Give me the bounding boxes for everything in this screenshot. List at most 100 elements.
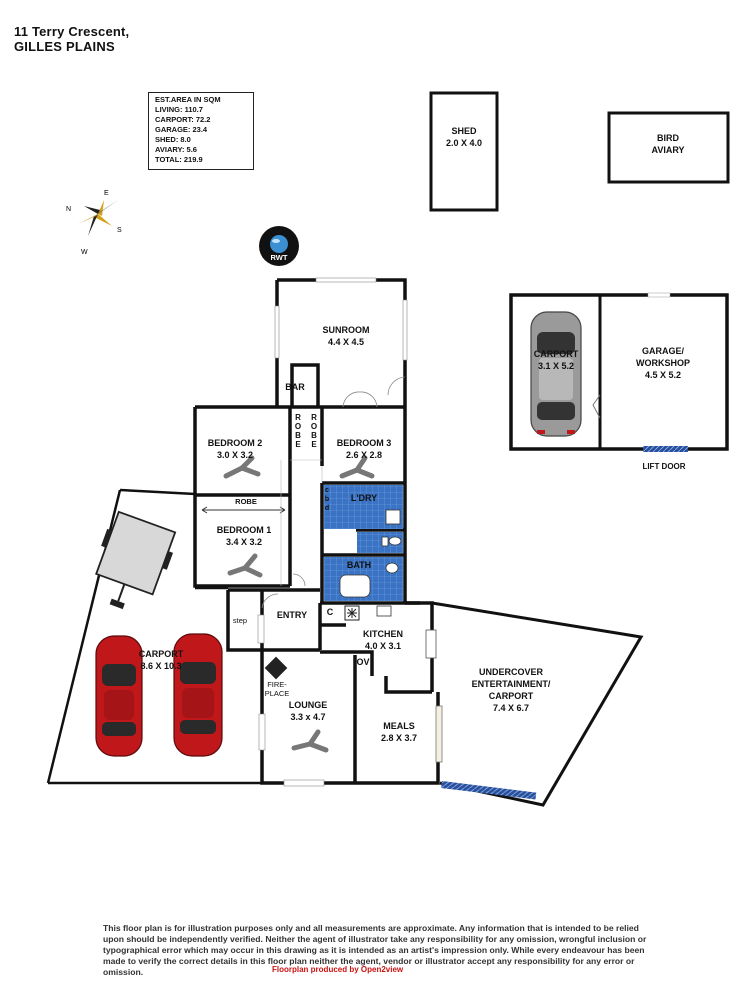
- aviary-outline: [607, 111, 730, 184]
- robe-label: ROBE: [235, 497, 257, 506]
- ceiling-fan-icon: [227, 553, 263, 578]
- bedroom3-label: BEDROOM 3 2.6 X 2.8: [337, 437, 392, 461]
- garage-dims: 4.5 X 5.2: [644, 370, 682, 380]
- meals-name: MEALS: [383, 721, 415, 731]
- bedroom3-dims: 2.6 X 2.8: [345, 450, 383, 460]
- lounge-dims: 3.3 x 4.7: [290, 712, 326, 722]
- lounge-label: LOUNGE 3.3 x 4.7: [289, 699, 328, 723]
- laundry-label: L'DRY: [350, 493, 378, 503]
- compass-icon: [78, 200, 118, 236]
- lift-door-icon: [643, 446, 688, 452]
- car-icon: [173, 633, 223, 757]
- credit-text: Floorplan produced by Open2view: [272, 965, 404, 974]
- undercover-line3: CARPORT: [488, 691, 534, 701]
- disclaimer-text: This floor plan is for illustration purp…: [103, 923, 647, 977]
- fireplace-line2: PLACE: [264, 689, 290, 698]
- bedroom1-dims: 3.4 X 3.2: [225, 537, 263, 547]
- carport-left-name: CARPORT: [138, 649, 184, 659]
- aviary-name-line2: AVIARY: [651, 145, 685, 155]
- fireplace-label: FIRE- PLACE: [265, 680, 290, 698]
- carport-right-label: CARPORT 3.1 X 5.2: [534, 348, 579, 372]
- compass-w: W: [81, 249, 88, 256]
- carport-right-name: CARPORT: [533, 349, 579, 359]
- garage-door-swing: [592, 394, 601, 419]
- garage-outline: [509, 293, 729, 451]
- sunroom-name: SUNROOM: [322, 325, 370, 335]
- meals-dims: 2.8 X 3.7: [380, 733, 418, 743]
- sunroom-dims: 4.4 X 4.5: [327, 337, 365, 347]
- lift-door-label: LIFT DOOR: [642, 462, 686, 471]
- area-table-title: EST.AREA IN SQM: [155, 95, 221, 104]
- sunroom-label: SUNROOM 4.4 X 4.5: [323, 324, 370, 348]
- toilet-floor: [357, 532, 403, 553]
- kitchen-name: KITCHEN: [363, 629, 403, 639]
- entry-door-swing: [292, 573, 306, 587]
- garage-name-line1: GARAGE/: [641, 346, 684, 356]
- undercover-label: UNDERCOVER ENTERTAINMENT/ CARPORT 7.4 X …: [472, 666, 551, 714]
- sunroom-window-top: [315, 277, 377, 283]
- carport-right-dims: 3.1 X 5.2: [537, 361, 575, 371]
- bedroom2-name: BEDROOM 2: [207, 438, 263, 448]
- trough-icon: [385, 509, 401, 525]
- undercover-line2: ENTERTAINMENT/: [471, 679, 551, 689]
- aviary-name-line1: BIRD: [656, 133, 679, 143]
- lounge-window-bottom: [283, 779, 325, 787]
- area-row-shed: SHED: 8.0: [155, 135, 191, 144]
- garage-name-line2: WORKSHOP: [636, 358, 690, 368]
- meals-label: MEALS 2.8 X 3.7: [381, 720, 417, 744]
- step-label: step: [232, 616, 248, 625]
- area-table: EST.AREA IN SQM LIVING: 110.7 CARPORT: 7…: [148, 92, 254, 170]
- ceiling-fan-icon: [291, 729, 329, 753]
- bedroom2-dims: 3.0 X 3.2: [216, 450, 254, 460]
- entry-window: [257, 614, 265, 644]
- ceiling-fan-icon: [339, 455, 375, 479]
- kitchen-label: KITCHEN 4.0 X 3.1: [363, 628, 403, 652]
- area-row-garage: GARAGE: 23.4: [155, 125, 208, 134]
- rwt-label: RWT: [271, 253, 288, 262]
- bar-label: BAR: [285, 382, 305, 392]
- undercover-glazing: [441, 781, 537, 800]
- bedroom2-label: BEDROOM 2 3.0 X 3.2: [208, 437, 263, 461]
- toilet-icon: [388, 536, 402, 546]
- area-row-living: LIVING: 110.7: [155, 105, 203, 114]
- fireplace-line1: FIRE-: [267, 680, 287, 689]
- undercover-line1: UNDERCOVER: [478, 667, 543, 677]
- area-row-aviary: AVIARY: 5.6: [155, 145, 197, 154]
- undercover-dims: 7.4 X 6.7: [492, 703, 530, 713]
- oven-label: OV: [356, 657, 370, 667]
- garage-label: GARAGE/ WORKSHOP 4.5 X 5.2: [636, 345, 690, 381]
- address-line-1: 11 Terry Crescent,: [14, 24, 130, 39]
- bathtub-icon: [339, 574, 371, 598]
- cooktop-icon: [376, 605, 392, 617]
- carport-left-outline: [48, 488, 262, 785]
- compass-n: N: [66, 206, 71, 213]
- bath-label: BATH: [346, 560, 372, 570]
- sunroom-window-left: [274, 305, 280, 359]
- lounge-window: [258, 713, 266, 751]
- ceiling-fan-icon: [223, 455, 261, 479]
- rainwater-tank-icon: [259, 226, 299, 266]
- area-row-total: TOTAL: 219.9: [155, 155, 203, 164]
- compass-e: E: [104, 190, 109, 197]
- trailer-icon: [95, 510, 177, 610]
- car-icon: [530, 311, 582, 437]
- bedroom3-name: BEDROOM 3: [336, 438, 392, 448]
- fireplace-icon: [264, 656, 288, 680]
- entry-label: ENTRY: [276, 610, 308, 620]
- shed-label: SHED 2.0 X 4.0: [446, 125, 482, 149]
- lounge-name: LOUNGE: [288, 700, 328, 710]
- sunroom-door-swing: [342, 391, 378, 408]
- area-row-carport: CARPORT: 72.2: [155, 115, 211, 124]
- carport-left-label: CARPORT 8.6 X 10.3: [139, 648, 184, 672]
- basin-icon: [385, 562, 399, 574]
- shed-dims: 2.0 X 4.0: [445, 138, 483, 148]
- aviary-label: BIRD AVIARY: [651, 132, 684, 156]
- compass-s: S: [117, 227, 122, 234]
- cupboard-c-label: C: [326, 607, 334, 617]
- kitchen-dims: 4.0 X 3.1: [364, 641, 402, 651]
- bedroom1-label: BEDROOM 1 3.4 X 3.2: [217, 524, 272, 548]
- shed-outline: [429, 91, 499, 212]
